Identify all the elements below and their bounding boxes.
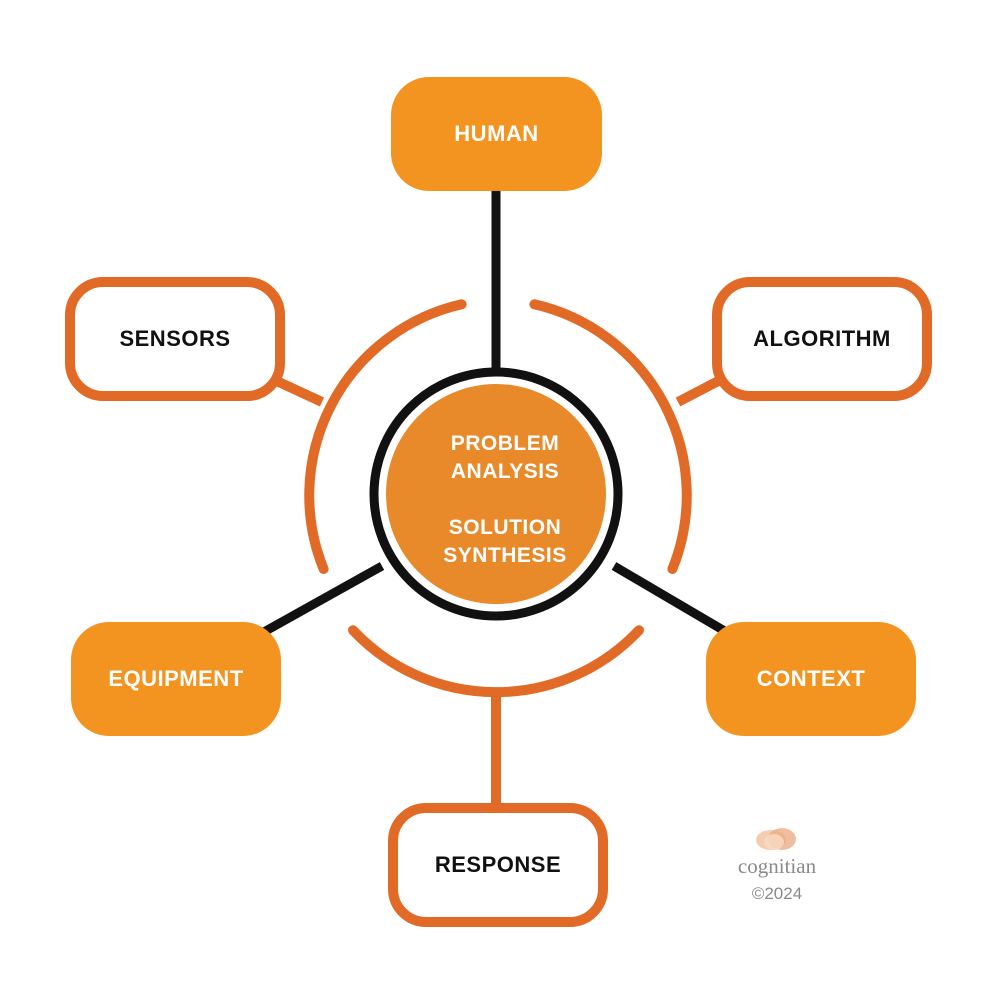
- node-context: CONTEXT: [706, 622, 916, 736]
- brand-name: cognitian: [737, 854, 817, 878]
- outer-ring-arc-bottom: [348, 625, 644, 698]
- center-line-solution: SOLUTION: [448, 516, 562, 539]
- node-equipment-label: EQUIPMENT: [108, 666, 244, 691]
- center-line-analysis: ANALYSIS: [450, 460, 560, 483]
- center-core: [386, 384, 606, 604]
- node-response-label: RESPONSE: [434, 852, 562, 877]
- node-sensors-label: SENSORS: [119, 326, 231, 351]
- connector-equipment: [259, 562, 385, 637]
- node-human: HUMAN: [391, 77, 602, 191]
- outer-ring-arc-left: [304, 299, 467, 574]
- cognitian-logo-icon: [752, 826, 802, 854]
- node-algorithm: ALGORITHM: [712, 277, 932, 401]
- node-human-label: HUMAN: [454, 121, 539, 146]
- center-line-synthesis: SYNTHESIS: [443, 544, 567, 567]
- brand-block: cognitian ©2024: [722, 826, 832, 904]
- node-response: RESPONSE: [388, 803, 608, 927]
- connector-context: [611, 562, 731, 637]
- center-label: PROBLEM ANALYSIS SOLUTION SYNTHESIS: [390, 415, 620, 585]
- node-context-label: CONTEXT: [756, 666, 866, 691]
- outer-ring-arc-right: [529, 299, 692, 574]
- node-equipment: EQUIPMENT: [71, 622, 281, 736]
- node-algorithm-label: ALGORITHM: [753, 326, 891, 351]
- node-sensors: SENSORS: [65, 277, 285, 401]
- center-line-problem: PROBLEM: [450, 432, 560, 455]
- copyright-text: ©2024: [751, 884, 803, 903]
